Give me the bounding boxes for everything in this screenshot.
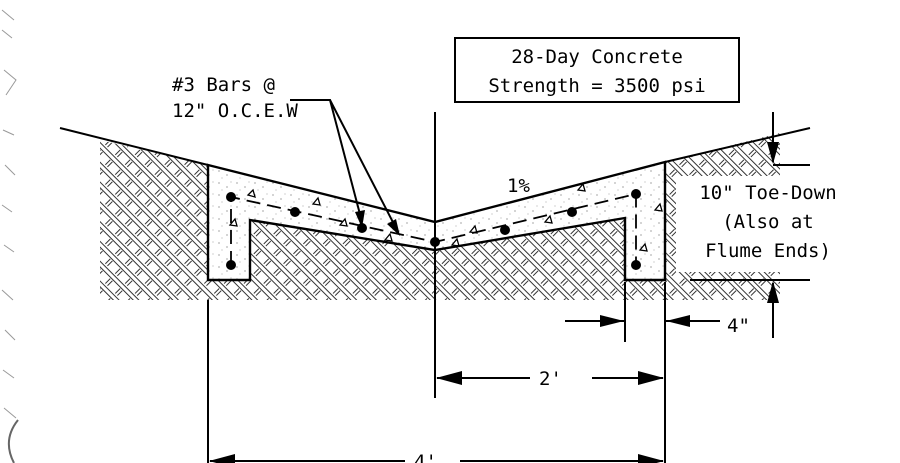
- ground-line: [59, 127, 811, 166]
- toe-down-text-backing: [676, 176, 856, 272]
- half-width-dimension: [436, 300, 666, 463]
- left-edge-sketch-marks: [1, 9, 19, 463]
- toe-down-line1: 10" Toe-Down: [699, 182, 836, 204]
- bars-callout-line1: #3 Bars @: [172, 74, 275, 96]
- toe-down-line2: (Also at: [722, 211, 814, 233]
- full-width-label: 4': [414, 451, 437, 463]
- half-width-label: 2': [539, 368, 562, 390]
- concrete-aggregate-marks: [228, 182, 663, 252]
- strength-note-box: [454, 37, 740, 103]
- bars-callout-line2: 12" O.C.E.W: [172, 100, 298, 122]
- slope-label: 1%: [507, 175, 530, 197]
- bars-callout-leaders: [290, 99, 400, 236]
- full-width-dimension: [207, 300, 664, 463]
- flume-concrete-section: [206, 160, 667, 282]
- toe-down-dimension: [690, 112, 810, 338]
- strength-note-line2: Strength = 3500 psi: [488, 75, 705, 97]
- strength-note-line1: 28-Day Concrete: [511, 46, 683, 68]
- toe-down-line3: Flume Ends): [705, 240, 831, 262]
- wall-thickness-label: 4": [727, 315, 750, 337]
